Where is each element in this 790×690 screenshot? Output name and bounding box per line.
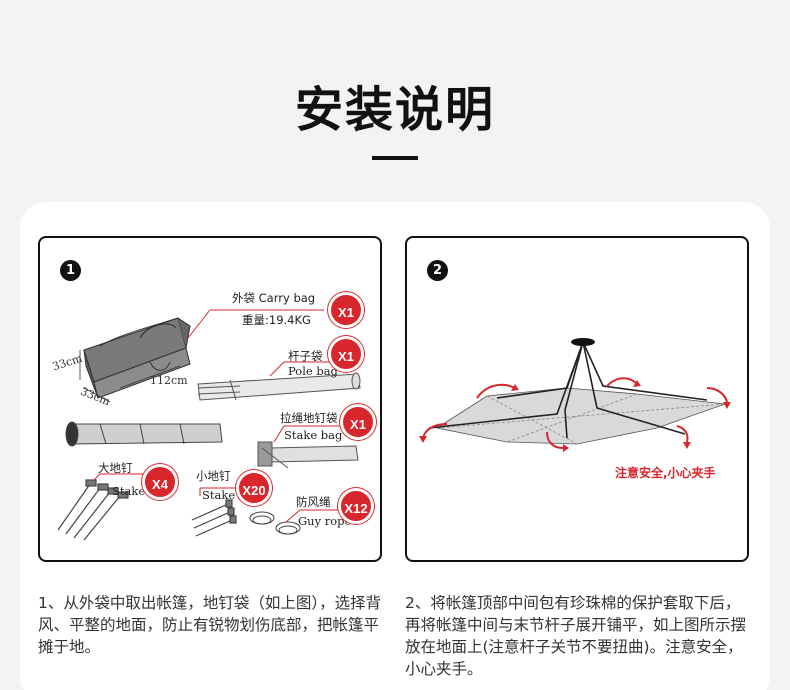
carry-bag-label: 外袋 Carry bag bbox=[232, 291, 316, 305]
guy-rope-en-label: Guy rope bbox=[298, 514, 352, 528]
step1-number-badge: 1 bbox=[60, 260, 81, 281]
title-underline bbox=[372, 156, 418, 160]
small-stake-en-label: Stake bbox=[202, 488, 236, 502]
step2-illustration bbox=[419, 338, 731, 452]
carry-bag-drawing bbox=[83, 317, 191, 399]
dimension-lines bbox=[79, 350, 181, 403]
small-stake-cn-label: 小地钉 bbox=[196, 469, 231, 483]
page-title: 安装说明 bbox=[294, 82, 495, 138]
tent-poles-drawing bbox=[428, 341, 708, 439]
stake-bag-cn-label: 拉绳地钉袋 bbox=[280, 411, 338, 425]
guy-rope-qty-badge: X12 bbox=[338, 488, 374, 524]
pole-bag-drawing bbox=[197, 372, 361, 401]
arrow-heads bbox=[419, 380, 731, 452]
carry-bag-qty-badge: X1 bbox=[328, 292, 364, 328]
stake-bag-en-label: Stake bag bbox=[284, 428, 343, 442]
step1-illustration bbox=[57, 309, 361, 541]
guy-rope-drawing bbox=[249, 511, 301, 535]
dim-length-label: 112cm bbox=[150, 374, 188, 387]
step2-number-badge: 2 bbox=[427, 260, 448, 281]
guy-rope-cn-label: 防风绳 bbox=[296, 495, 331, 509]
small-stakes-drawing bbox=[191, 499, 237, 537]
pole-bag-en-label: Pole bag bbox=[288, 364, 338, 378]
small-stake-qty-badge: X20 bbox=[236, 470, 272, 506]
tent-top-hub bbox=[571, 338, 595, 346]
big-stake-qty-badge: X4 bbox=[142, 464, 178, 500]
stake-bag-qty-badge: X1 bbox=[340, 404, 376, 440]
big-stake-cn-label: 大地钉 bbox=[98, 461, 133, 475]
folded-tent-drawing bbox=[65, 421, 223, 447]
step1-panel: 1 bbox=[38, 236, 382, 562]
step1-description: 1、从外袋中取出帐篷，地钉袋（如上图），选择背风、平整的地面，防止有锐物划伤底部… bbox=[38, 594, 382, 656]
red-arrows bbox=[422, 377, 728, 449]
step2-panel: 2 注意安全,小心夹手 bbox=[405, 236, 749, 562]
stake-bag-drawing bbox=[257, 441, 359, 469]
carry-bag-leader-line bbox=[187, 309, 211, 339]
big-stake-en-label: Stake bbox=[112, 484, 146, 498]
big-stakes-drawing bbox=[57, 479, 129, 541]
safety-warning: 注意安全,小心夹手 bbox=[615, 466, 716, 480]
step2-description: 2、将帐篷顶部中间包有珍珠棉的保护套取下后，再将帐篷中间与末节杆子展开铺平，如上… bbox=[405, 594, 747, 678]
weight-label: 重量:19.4KG bbox=[242, 313, 311, 327]
pole-bag-qty-badge: X1 bbox=[328, 336, 364, 372]
pole-bag-cn-label: 杆子袋 bbox=[288, 349, 323, 363]
